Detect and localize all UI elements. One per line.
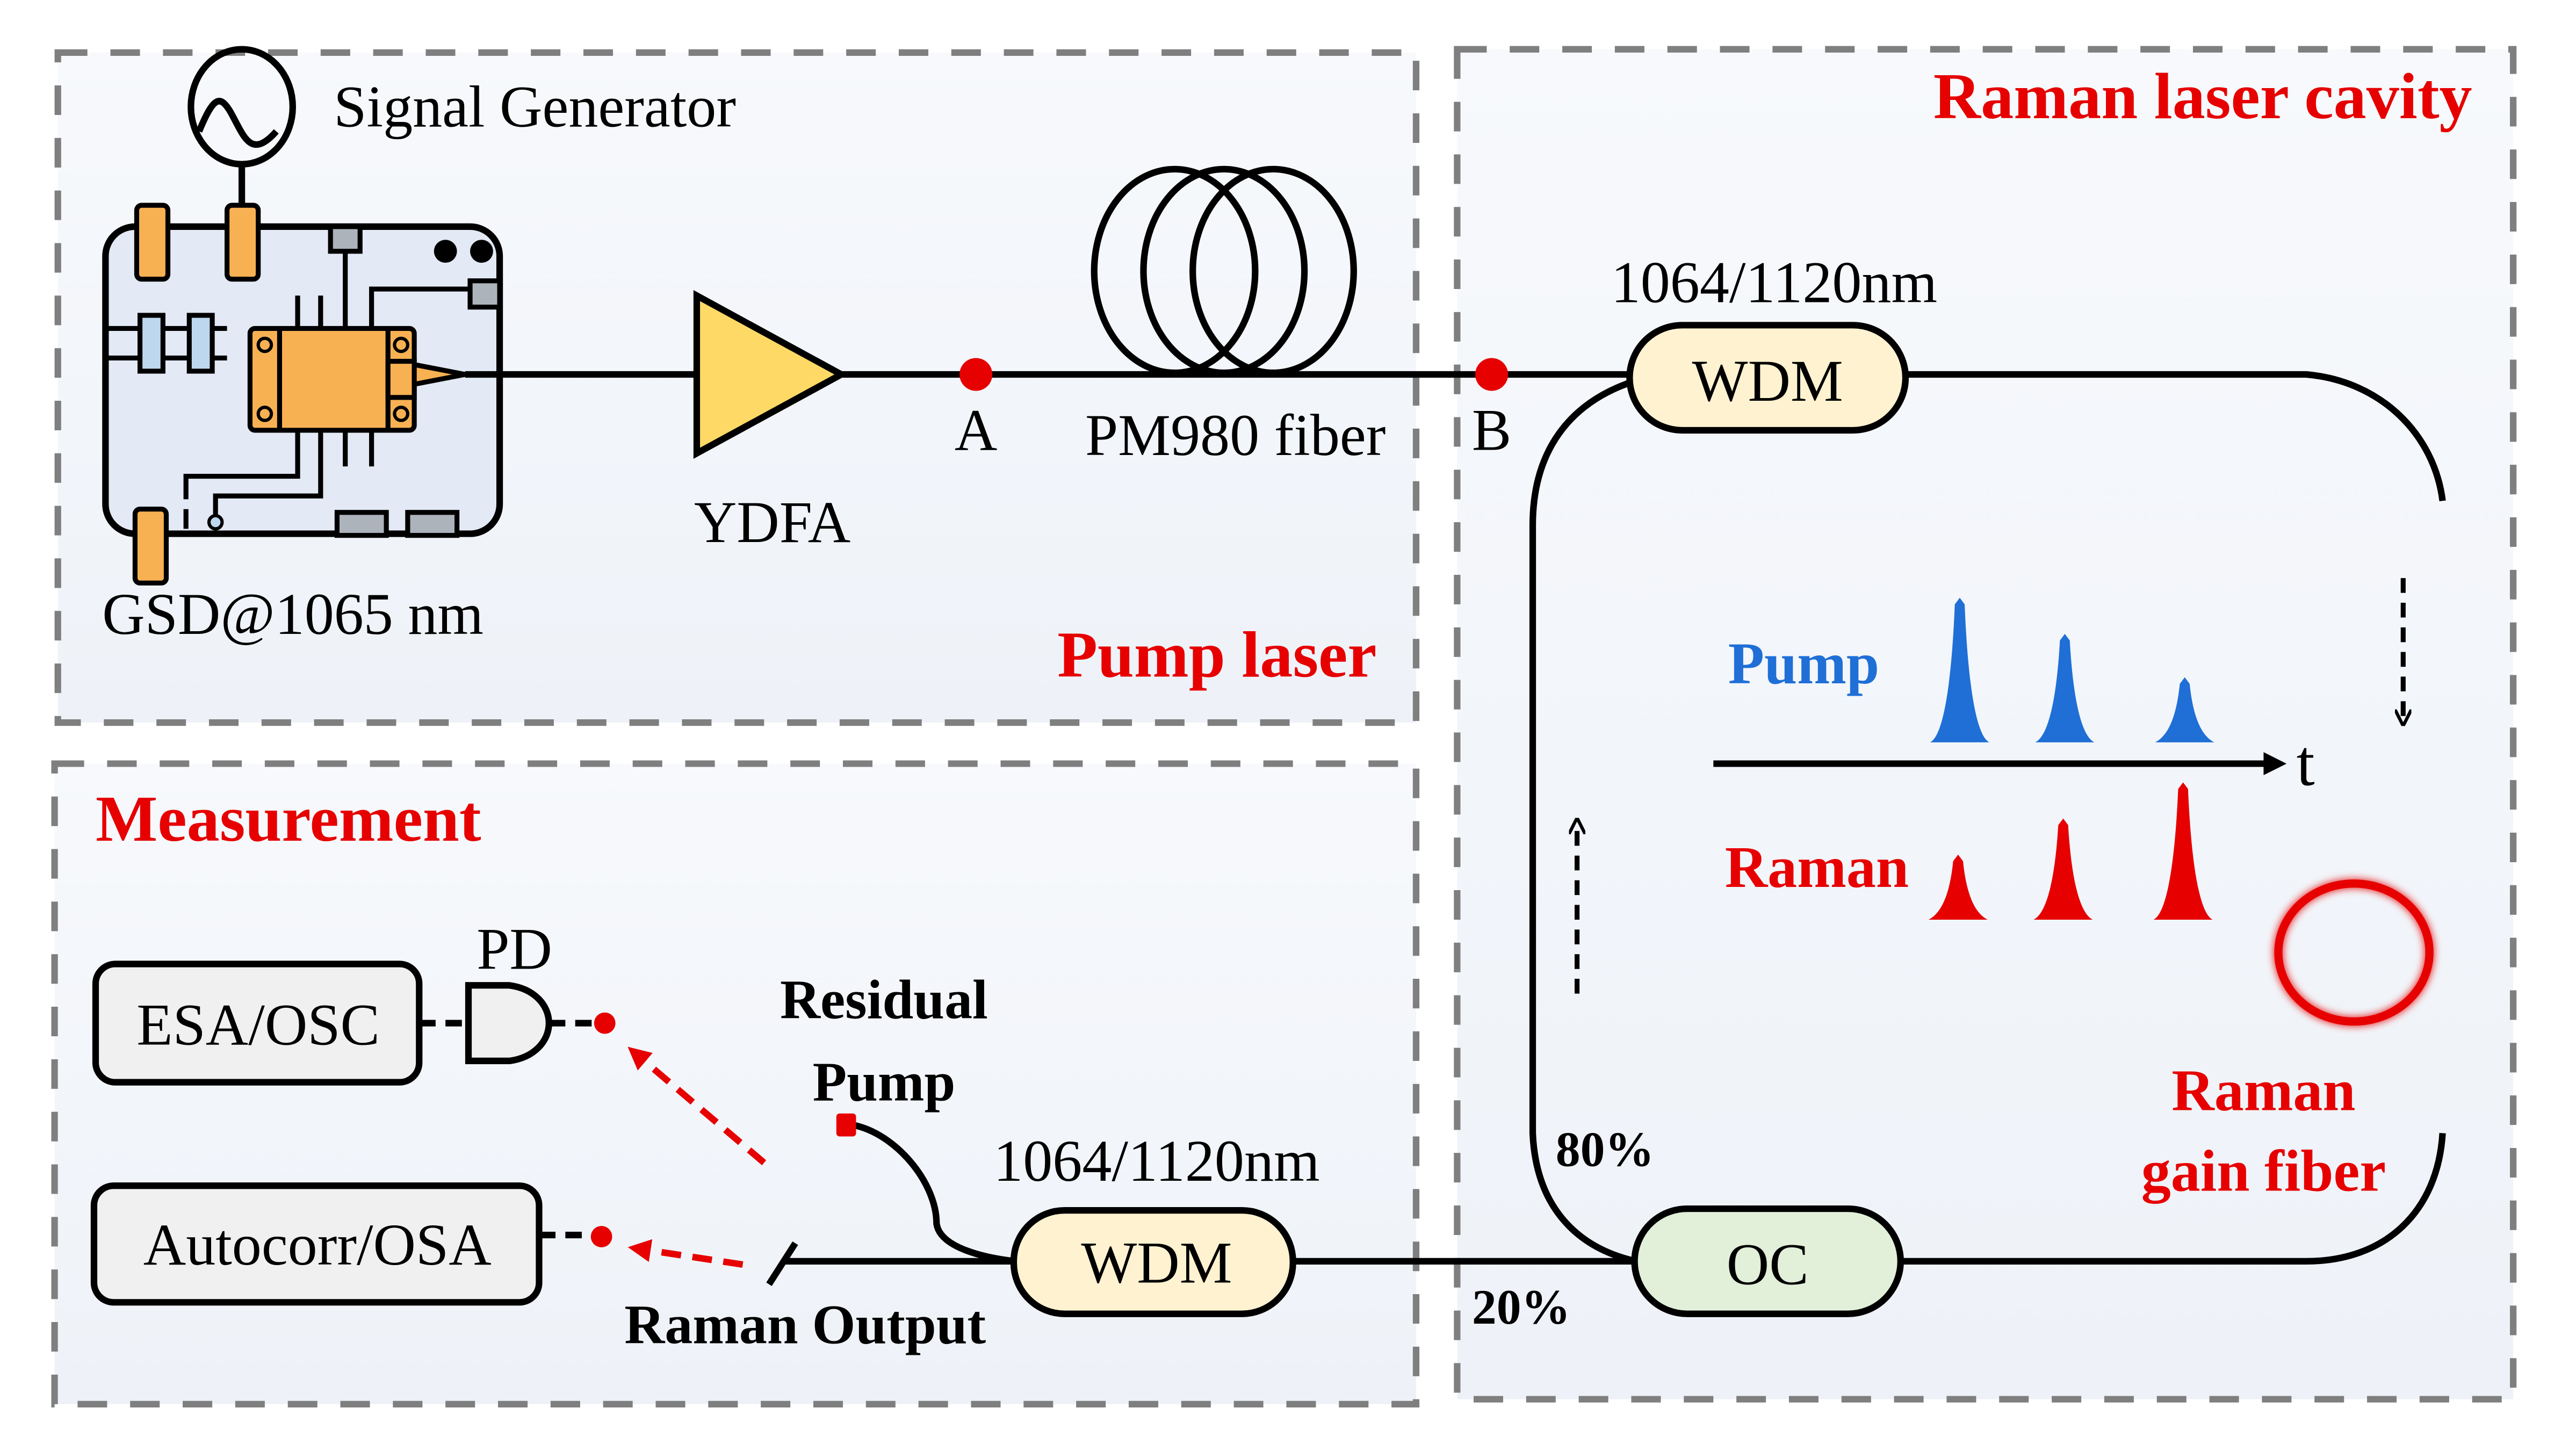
fiber-spool-icon [1091,165,1357,377]
time-axis-label: t [2297,727,2315,799]
oc-port-20-label: 20% [1472,1280,1570,1334]
pulse-inset: Pump Raman t [1713,597,2315,920]
cavity-fiber-bottom-right [1900,1133,2446,1265]
probe-point-b [1475,358,1509,391]
panel-raman-cavity [1454,46,2517,1403]
gain-fiber-label-line1: Raman [2171,1058,2355,1123]
routing-arrow-to-autocorr-icon [627,1239,744,1268]
cavity-fiber-left [1529,378,1637,1265]
panel-title-raman-cavity: Raman laser cavity [1933,60,2472,133]
raman-pulse [2033,818,2093,920]
routing-arrow-to-pd-icon [627,1046,767,1166]
time-axis-arrow-icon [2263,752,2287,775]
esa-osc-instrument: ESA/OSC [92,961,423,1086]
raman-output-label: Raman Output [624,1294,986,1356]
probe-point-b-label: B [1472,398,1511,463]
residual-pump-label-line1: Residual [780,969,988,1030]
signal-generator-icon [187,46,296,239]
wdm-cavity: WDM [1626,322,1909,434]
pump-pulse [2035,634,2095,742]
amplifier-label: YDFA [694,489,850,555]
residual-pump-end [836,1113,856,1137]
amplifier-icon [693,290,848,459]
seed-laser-board-icon [102,203,503,586]
residual-pump-label-line2: Pump [813,1051,956,1113]
angled-fiber-end-icon [766,1241,798,1286]
seed-laser-label: GSD@1065 nm [102,581,484,647]
wdm-cavity-wavelength-label: 1064/1120nm [1611,250,1937,315]
pump-pulse [1930,597,1989,742]
probe-point-a-label: A [955,398,997,463]
wdm-output: WDM [1010,1207,1296,1317]
autocorr-osa-label: Autocorr/OSA [143,1212,492,1277]
photodetector-label: PD [477,916,552,982]
autocorr-osa-instrument: Autocorr/OSA [90,1182,543,1306]
output-coupler: OC [1631,1205,1904,1317]
output-coupler-text: OC [1727,1232,1809,1297]
oc-port-80-label: 80% [1556,1122,1654,1177]
panel-title-measurement: Measurement [96,783,481,855]
pulse-inset-raman-label: Raman [1725,834,1909,900]
gain-fiber-label-line2: gain fiber [2141,1138,2386,1203]
esa-osc-label: ESA/OSC [136,992,380,1057]
wdm-output-text: WDM [1081,1230,1232,1296]
raman-gain-fiber-coil [2274,879,2434,1026]
wdm-output-wavelength-label: 1064/1120nm [993,1128,1319,1194]
cavity-fiber-top-right [1905,371,2446,502]
pump-pulse [2155,677,2214,742]
photodetector-icon [465,982,552,1065]
raman-pulse [1928,854,1988,920]
pulse-inset-pump-label: Pump [1728,631,1879,696]
panel-title-pump-laser: Pump laser [1057,619,1376,691]
autocorr-input-port [590,1226,612,1247]
probe-point-a [959,358,993,391]
raman-pulse [2153,782,2213,920]
fiber-spool-label: PM980 fiber [1085,402,1386,468]
residual-pump-fiber [852,1122,1016,1265]
signal-generator-label: Signal Generator [334,74,736,139]
pd-input-port [594,1012,616,1034]
wdm-cavity-text: WDM [1692,348,1843,414]
